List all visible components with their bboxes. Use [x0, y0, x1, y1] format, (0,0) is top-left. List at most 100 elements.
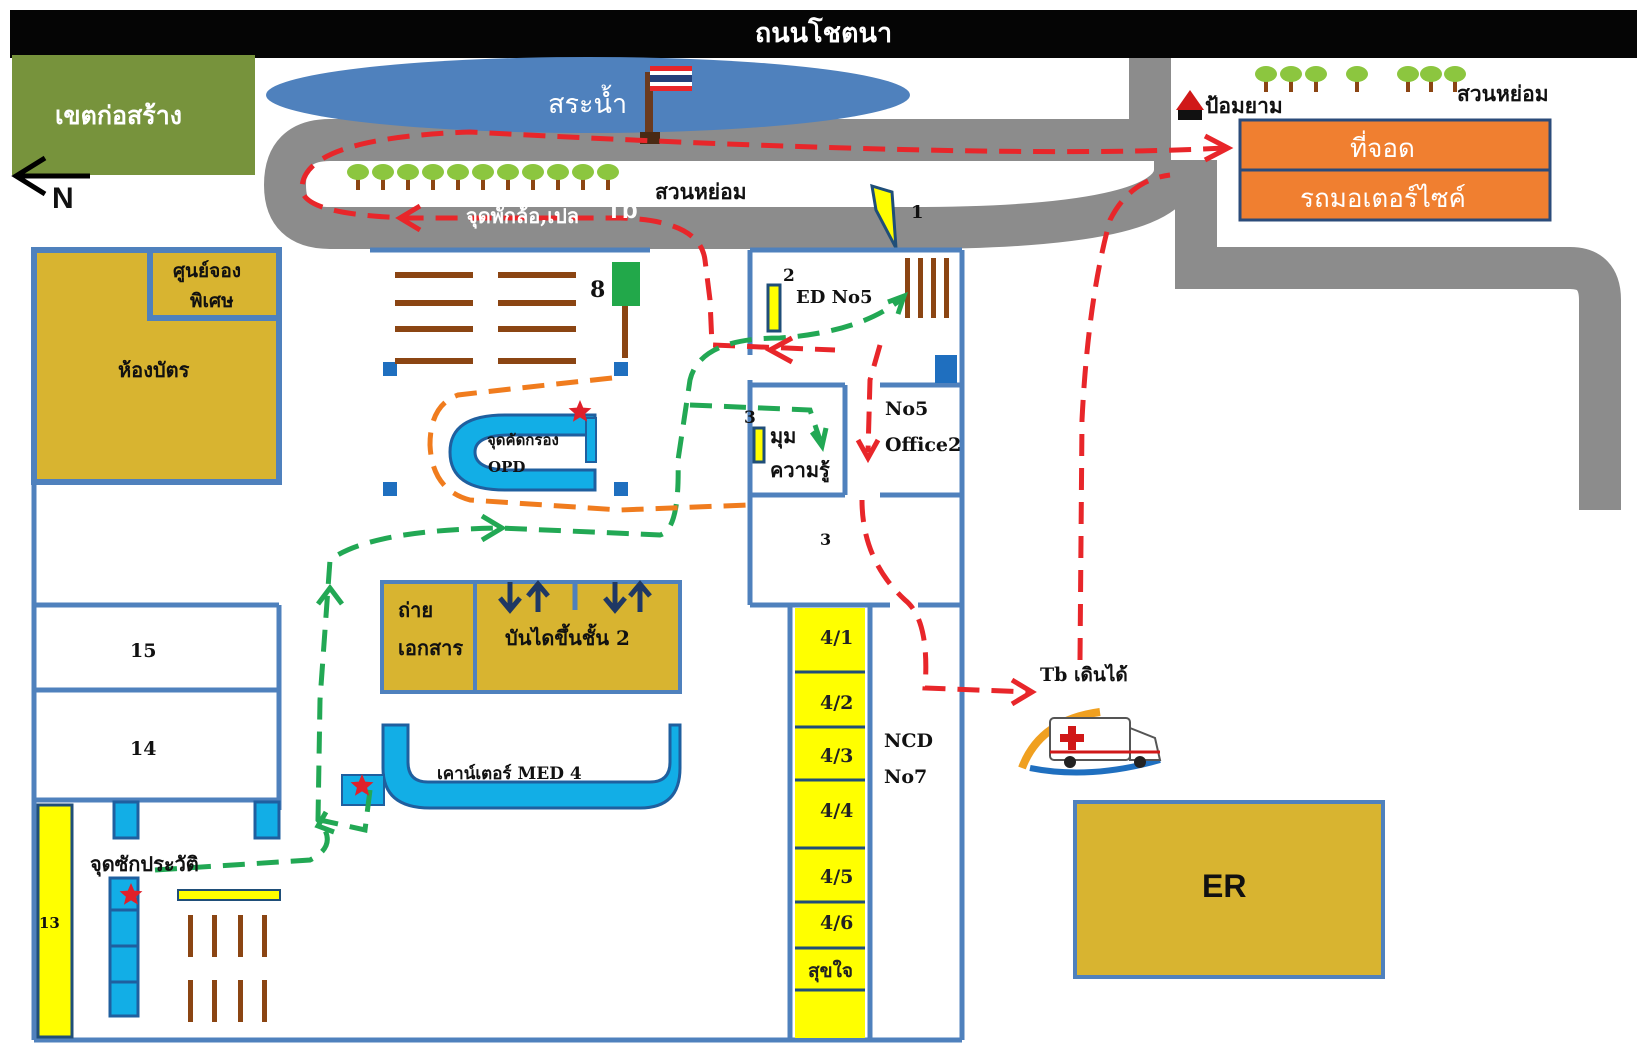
knowledge-label-2: ความรู้	[770, 458, 830, 482]
ncd-slot-label: สุขใจ	[808, 960, 853, 982]
tb-walk-label: Tb เดินได้	[1040, 664, 1128, 686]
tree-icon	[347, 164, 369, 190]
ncd-label-1: NCD	[884, 730, 933, 752]
entrance-number: 1	[911, 202, 924, 223]
stairs-arrow-icon	[498, 580, 652, 614]
special-booking-label-1: ศูนย์จอง	[173, 260, 242, 282]
room-3-number: 3	[820, 530, 832, 549]
orange-route	[427, 375, 749, 513]
red-route-tb	[859, 499, 1031, 695]
tree-icon	[472, 164, 494, 190]
star-marker-icon	[568, 400, 592, 422]
star-marker-icon	[350, 774, 374, 796]
tree-row-top-right	[1255, 66, 1466, 92]
pond	[266, 57, 910, 133]
tree-icon	[547, 164, 569, 190]
green-route-main	[154, 298, 902, 873]
tree-icon	[372, 164, 394, 190]
garden-mid-label: สวนหย่อม	[655, 179, 747, 204]
history-desks	[108, 800, 281, 1018]
special-booking-center	[147, 247, 282, 321]
pond-label: สระน้ำ	[548, 89, 628, 120]
ncd-slot-label: 4/4	[820, 800, 854, 822]
parking-label-2: รถมอเตอร์ไซค์	[1300, 184, 1466, 214]
ambulance-icon	[1018, 708, 1162, 776]
room-8-marker	[612, 262, 640, 306]
stairs-label: บันไดขึ้นชั้น 2	[505, 626, 630, 650]
route-arrowheads	[314, 133, 1234, 835]
rest-point-tb-label: Tb	[606, 194, 638, 224]
tree-icon	[1397, 66, 1419, 92]
red-route-office	[865, 344, 883, 453]
med4-counter	[381, 723, 682, 810]
ncd-slot-label: 4/1	[820, 627, 854, 649]
knowledge-label-1: มุม	[770, 424, 797, 448]
garden-top-label: สวนหย่อม	[1457, 81, 1549, 106]
office-label-1: No5	[885, 398, 929, 420]
routes	[154, 129, 1226, 873]
star-marker-icon	[119, 883, 143, 905]
compass-arrow-icon	[11, 155, 90, 197]
er-building	[1073, 800, 1385, 979]
tree-icon	[1255, 66, 1277, 92]
building-walls	[31, 247, 965, 1043]
ed-stairs	[905, 258, 949, 318]
star-markers	[119, 400, 592, 905]
tree-icon	[1305, 66, 1327, 92]
north-label: N	[52, 182, 74, 215]
parking-label-1: ที่จอด	[1350, 134, 1415, 164]
history-chairs	[188, 915, 267, 1022]
card-room-label: ห้องบัตร	[118, 358, 190, 382]
history-point-label: จุดซักประวัติ	[90, 852, 199, 876]
wall-posts	[383, 355, 957, 496]
tree-icon	[1444, 66, 1466, 92]
waiting-benches	[395, 272, 628, 364]
construction-zone	[12, 55, 255, 175]
copy-label-2: เอกสาร	[398, 636, 464, 660]
copy-label-1: ถ่าย	[398, 598, 434, 622]
ncd-slot-label: 4/6	[820, 912, 854, 934]
rest-point-label: จุดพักล้อ,เปล	[466, 204, 580, 228]
ncd-slot-label: 4/5	[820, 866, 854, 888]
ncd-label-2: No7	[884, 766, 928, 788]
er-label: ER	[1202, 868, 1247, 904]
tree-row-mid	[347, 164, 619, 190]
road-name-label: ถนนโชตนา	[754, 18, 893, 49]
ed-label: ED No5	[796, 287, 873, 308]
tree-icon	[422, 164, 444, 190]
med4-side-desk	[341, 774, 385, 806]
tree-icon	[497, 164, 519, 190]
screening-label-1: จุดคัดกรอง	[487, 431, 559, 449]
special-booking-label-2: พิเศษ	[190, 290, 234, 312]
history-bench	[177, 889, 281, 901]
ncd-rooms	[795, 608, 865, 1038]
ncd-slot-label: 4/2	[820, 692, 854, 714]
green-route-knowledge	[689, 402, 823, 441]
tree-icon	[1420, 66, 1442, 92]
room-14-number: 14	[130, 738, 157, 760]
tree-icon	[1280, 66, 1302, 92]
red-route-loop	[299, 129, 1226, 353]
knowledge-number: 3	[744, 408, 756, 428]
room-13	[36, 803, 74, 1039]
tree-icon	[1346, 66, 1368, 92]
office-label-2: Office2	[885, 434, 962, 456]
red-route-tb-up	[1077, 172, 1171, 661]
ncd-slot-label: 4/3	[820, 745, 854, 767]
knowledge-door	[752, 426, 766, 464]
med-counter-label: เคาน์เตอร์ MED 4	[437, 764, 582, 784]
tree-icon	[447, 164, 469, 190]
tree-icon	[397, 164, 419, 190]
ed-number: 2	[783, 266, 795, 286]
room-15-number: 15	[130, 640, 157, 662]
guard-post-icon	[1176, 90, 1204, 120]
ed-door	[766, 283, 782, 333]
tree-icon	[597, 164, 619, 190]
room-8-number: 8	[590, 277, 606, 303]
tree-icon	[522, 164, 544, 190]
green-route-med	[319, 789, 373, 834]
screening-counter	[448, 413, 597, 492]
construction-label: เขตก่อสร้าง	[55, 101, 182, 130]
room-13-number: 13	[39, 914, 60, 932]
